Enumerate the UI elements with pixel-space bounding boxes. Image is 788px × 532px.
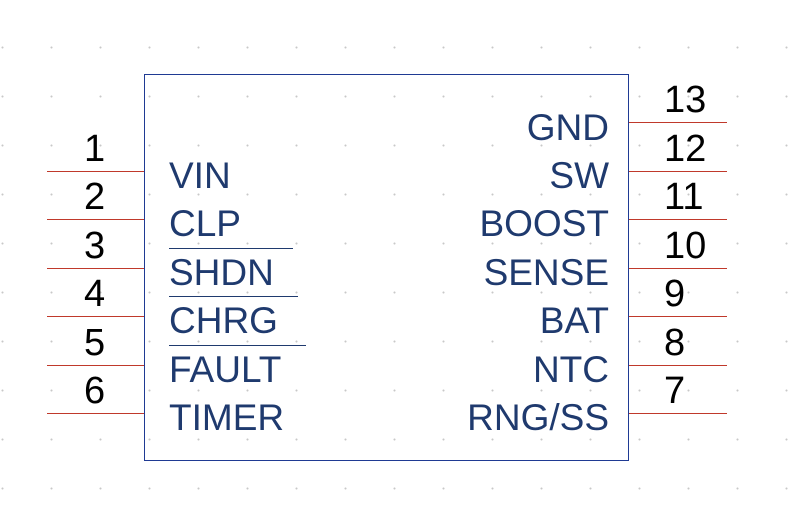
pin-3-overbar	[169, 248, 293, 249]
pin-4-line[interactable]	[47, 316, 144, 317]
pin-12-name: SW	[549, 155, 609, 196]
pin-4-number: 4	[84, 273, 106, 315]
pin-6-line[interactable]	[47, 413, 144, 414]
pin-11-line[interactable]	[629, 219, 727, 220]
pin-5-number: 5	[84, 322, 106, 364]
pin-9-line[interactable]	[629, 316, 727, 317]
pin-7-number: 7	[664, 370, 686, 412]
pin-5-overbar	[169, 345, 306, 346]
pin-10-number: 10	[664, 225, 707, 267]
pin-2-number: 2	[84, 176, 106, 218]
pin-7-name: RNG/SS	[467, 397, 609, 438]
pin-13-line[interactable]	[629, 122, 727, 123]
pin-10-line[interactable]	[629, 268, 727, 269]
pin-1-number: 1	[84, 128, 106, 170]
pin-6-name: TIMER	[169, 397, 285, 438]
pin-3-number: 3	[84, 225, 106, 267]
pin-8-name: NTC	[532, 349, 609, 390]
pin-2-line[interactable]	[47, 219, 144, 220]
pin-12-line[interactable]	[629, 171, 727, 172]
pin-7-line[interactable]	[629, 413, 727, 414]
pin-13-name: GND	[526, 107, 609, 148]
ic-body-outline[interactable]	[144, 74, 629, 461]
pin-10-name: SENSE	[483, 252, 609, 293]
pin-1-line[interactable]	[47, 171, 144, 172]
pin-2-name: CLP	[169, 203, 241, 244]
pin-4-overbar	[169, 296, 298, 297]
pin-6-number: 6	[84, 370, 106, 412]
pin-1-name: VIN	[169, 155, 231, 196]
pin-8-number: 8	[664, 322, 686, 364]
pin-11-number: 11	[664, 176, 704, 218]
pin-9-number: 9	[664, 273, 686, 315]
pin-12-number: 12	[664, 128, 707, 170]
pin-4-name: CHRG	[169, 300, 278, 341]
pin-3-name: SHDN	[169, 252, 274, 293]
pin-5-name: FAULT	[169, 349, 282, 390]
pin-5-line[interactable]	[47, 365, 144, 366]
pin-13-number: 13	[664, 79, 707, 121]
pin-3-line[interactable]	[47, 268, 144, 269]
pin-11-name: BOOST	[479, 203, 609, 244]
pin-9-name: BAT	[539, 300, 609, 341]
pin-8-line[interactable]	[629, 365, 727, 366]
